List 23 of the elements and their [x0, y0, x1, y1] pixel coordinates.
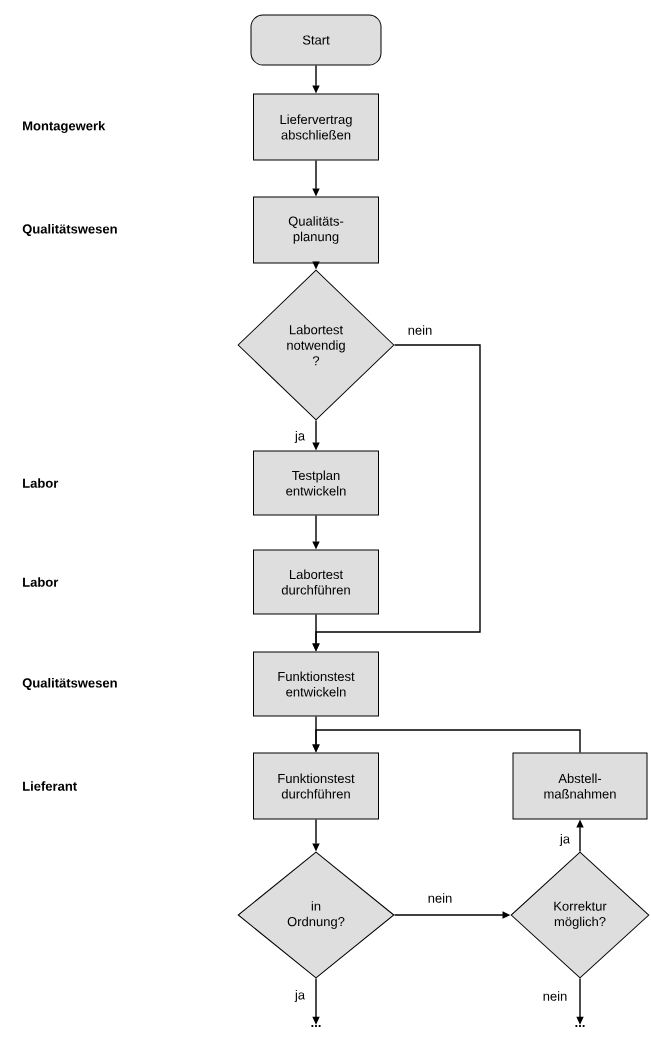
- edge-label: ja: [558, 832, 572, 848]
- process-box: Funktionstest durchführen: [253, 752, 379, 820]
- process-box: Abstell- maßnahmen: [512, 752, 648, 820]
- continuation-dots: ...: [575, 1025, 585, 1027]
- role-label: Qualitätswesen: [22, 678, 117, 690]
- process-box: Liefervertrag abschließen: [253, 93, 379, 161]
- role-label: Labor: [23, 577, 59, 587]
- continuation-dots: ...: [311, 1025, 321, 1027]
- role-label: Qualitätswesen: [22, 224, 117, 236]
- edge-label: ja: [293, 988, 307, 1004]
- role-label: Montagewerk: [23, 120, 106, 134]
- process-box: Labortest durchführen: [253, 549, 379, 615]
- arrow: [312, 729, 581, 754]
- edge-label: nein: [541, 990, 569, 1002]
- process-box: Qualitäts- planung: [253, 196, 379, 264]
- process-box: Testplan entwickeln: [253, 450, 379, 516]
- start-terminal: Start: [250, 14, 382, 66]
- role-label: Labor: [23, 478, 59, 488]
- process-box: Funktionstest entwickeln: [253, 651, 379, 717]
- edge-label: ja: [293, 429, 307, 445]
- edge-label: nein: [426, 892, 454, 904]
- role-label: Lieferant: [23, 781, 77, 791]
- edge-label: nein: [406, 324, 434, 336]
